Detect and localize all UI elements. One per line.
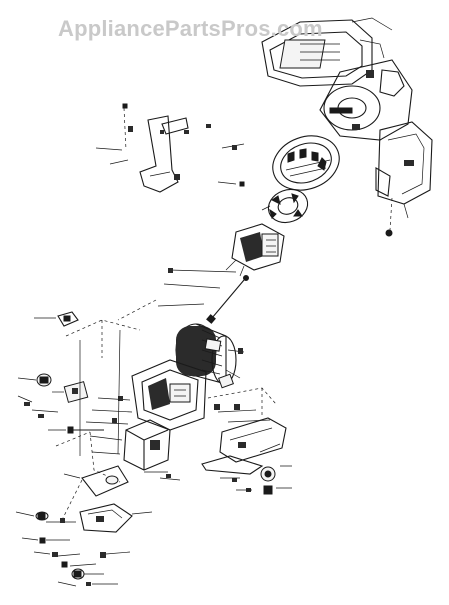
engine-mounting-bracket-right <box>375 121 433 237</box>
upper-mounting-bracket-left <box>95 103 211 193</box>
engine-block <box>261 17 413 141</box>
through-bolt <box>117 268 245 324</box>
rectifier-box <box>89 419 171 471</box>
lower-assembly <box>15 479 153 587</box>
small-parts-left <box>17 311 89 418</box>
brush-holder <box>225 223 285 281</box>
end-bell-housing <box>48 359 207 434</box>
control-panel <box>144 373 292 495</box>
support-frame <box>55 319 141 497</box>
stator <box>175 323 245 385</box>
rotor-fan <box>217 135 340 191</box>
rotor-hub <box>261 188 309 224</box>
